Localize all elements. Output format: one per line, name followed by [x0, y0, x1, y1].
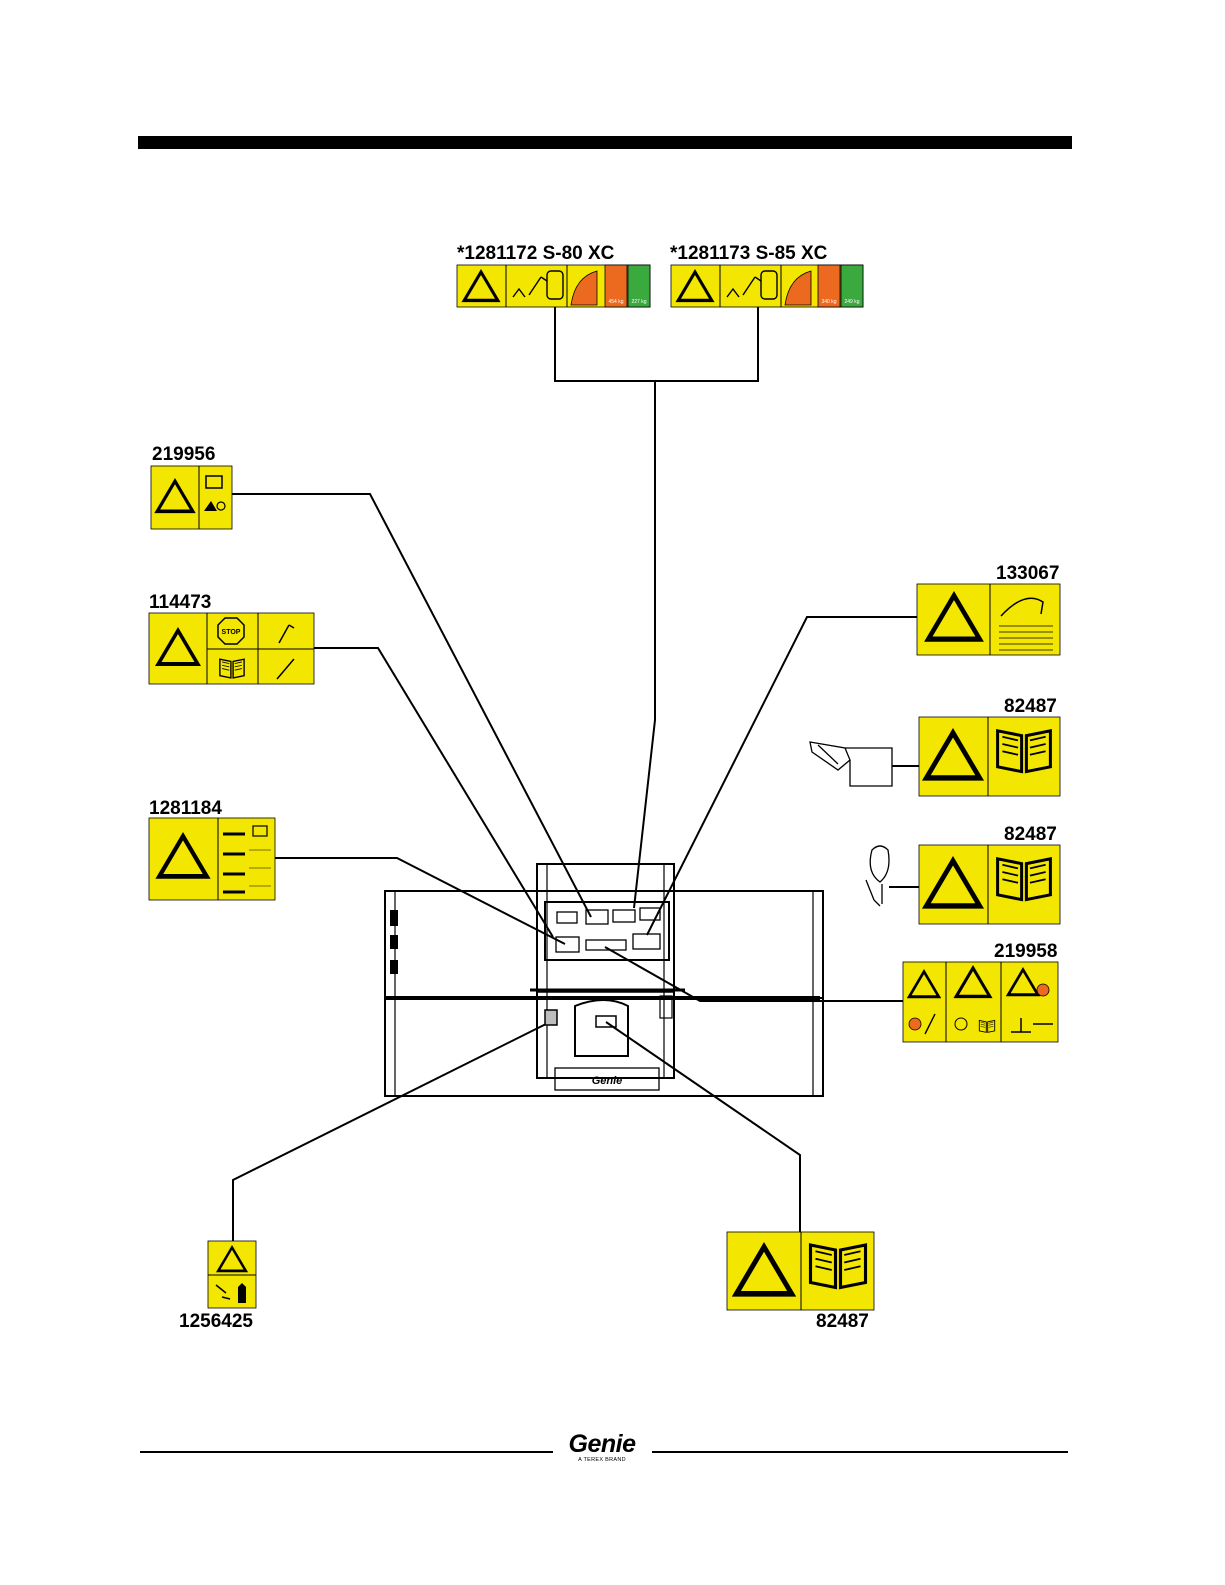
harness-anchor-illustration: [866, 846, 889, 906]
label-133067: 133067: [996, 564, 1059, 583]
leader-capacity-trunk: [634, 381, 655, 908]
operator-area: [575, 1000, 628, 1056]
platform-drawing: [385, 864, 823, 1096]
decal-1281172: 454 kg 227 kg: [457, 265, 650, 307]
label-82487-c: 82487: [816, 1312, 869, 1331]
leader-capacity-decals: [555, 306, 758, 381]
label-114473: 114473: [149, 593, 211, 612]
label-1281172: *1281172 S-80 XC: [457, 244, 614, 263]
leader-1256425: [233, 1022, 550, 1242]
footer-brand: Genie: [560, 1432, 644, 1457]
footer-rule-right: [652, 1451, 1068, 1453]
platform-brand-plate-text: Genie: [592, 1075, 623, 1087]
label-1281184: 1281184: [149, 799, 222, 818]
control-box-frame: [537, 864, 674, 1078]
stop-hand-icon: [238, 1283, 246, 1303]
decal-82487-b: [919, 845, 1060, 924]
leader-82487-lower: [606, 1022, 800, 1232]
guard-bracket-illustration: [810, 742, 892, 786]
leader-114473: [314, 648, 553, 937]
decal-219956: [151, 466, 232, 529]
label-219958: 219958: [994, 942, 1057, 961]
decal-82487-c: [727, 1232, 874, 1310]
leader-219956: [232, 494, 591, 917]
decal-114473: STOP: [149, 613, 314, 684]
decal-133067: [917, 584, 1060, 655]
s80-capacity-restricted: 454 kg: [608, 299, 623, 305]
label-82487-b: 82487: [1004, 825, 1057, 844]
platform-outline: [385, 891, 823, 1096]
decal-219958: [903, 962, 1058, 1042]
decal-1281173: 340 kg 249 kg: [671, 265, 863, 307]
decal-1281184: [149, 818, 275, 900]
label-82487-a: 82487: [1004, 697, 1057, 716]
leader-219958: [605, 947, 903, 1001]
s80-capacity-unrestricted: 227 kg: [631, 299, 646, 305]
leader-1281184: [275, 858, 565, 944]
s85-capacity-restricted: 340 kg: [821, 299, 836, 305]
control-panel: [545, 902, 669, 960]
label-219956: 219956: [152, 445, 215, 464]
decal-1256425: [208, 1241, 256, 1308]
footer-logo: Genie A TEREX BRAND: [560, 1432, 644, 1463]
label-1256425: 1256425: [179, 1312, 253, 1331]
s85-capacity-unrestricted: 249 kg: [844, 299, 859, 305]
ground-control-decal-spot: [596, 1016, 616, 1027]
footswitch-decal-spot: [545, 1010, 557, 1025]
leader-133067: [647, 617, 917, 935]
leader-lines: [232, 306, 919, 1242]
label-1281173: *1281173 S-85 XC: [670, 244, 827, 263]
footer-rule-left: [140, 1451, 553, 1453]
svg-text:STOP: STOP: [222, 629, 241, 636]
decal-82487-a: [919, 717, 1060, 796]
